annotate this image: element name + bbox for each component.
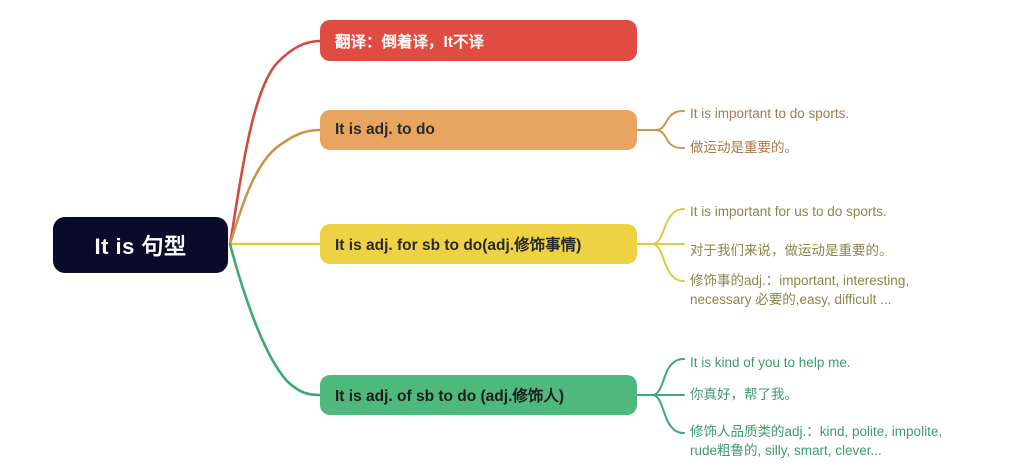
leaf-adj-of-sb-to-do-0: It is kind of you to help me. <box>690 355 851 370</box>
edge-adj-of-sb-leaf-0 <box>636 358 685 396</box>
edge-root-to-adj-to-do <box>228 128 322 246</box>
leaf-adj-of-sb-to-do-2: 修饰人品质类的adj.：kind, polite, impolite, rude… <box>690 424 943 458</box>
branch-node-translation[interactable]: 翻译：倒着译，It不译 <box>320 20 637 61</box>
root-node-label: It is 句型 <box>94 234 187 259</box>
branch-node-adj-of-sb-to-do[interactable]: It is adj. of sb to do (adj.修饰人) <box>320 375 637 415</box>
edge-adj-for-sb-leaf-2 <box>636 243 685 282</box>
leaf-adj-of-sb-to-do-1: 你真好，帮了我。 <box>690 387 798 402</box>
edge-root-to-translation <box>228 39 322 246</box>
root-node[interactable]: It is 句型 <box>53 217 228 273</box>
edge-root-to-adj-of-sb <box>228 242 322 397</box>
branch-node-adj-for-sb-to-do[interactable]: It is adj. for sb to do(adj.修饰事情) <box>320 224 637 264</box>
leaf-adj-for-sb-to-do-2: 修饰事的adj.：important, interesting, necessa… <box>690 273 910 307</box>
branch-node-adj-of-sb-to-do-label: It is adj. of sb to do (adj.修饰人) <box>335 388 565 405</box>
leaf-adj-to-do-0: It is important to do sports. <box>690 106 850 121</box>
leaf-adj-for-sb-to-do-1: 对于我们来说，做运动是重要的。 <box>690 243 893 258</box>
edge-adj-of-sb-leaf-2 <box>636 394 685 434</box>
leaf-adj-for-sb-to-do-0: It is important for us to do sports. <box>690 204 887 219</box>
branch-node-adj-to-do-label: It is adj. to do <box>335 121 435 138</box>
branch-node-translation-label: 翻译：倒着译，It不译 <box>335 33 484 51</box>
branch-node-adj-for-sb-to-do-label: It is adj. for sb to do(adj.修饰事情) <box>335 237 582 254</box>
edge-adj-for-sb-leaf-0 <box>636 208 685 245</box>
edge-adj-to-do-leaf-0 <box>636 110 685 131</box>
branch-node-adj-to-do[interactable]: It is adj. to do <box>320 110 637 150</box>
edge-adj-to-do-leaf-1 <box>636 129 685 149</box>
leaf-adj-to-do-1: 做运动是重要的。 <box>690 140 798 155</box>
